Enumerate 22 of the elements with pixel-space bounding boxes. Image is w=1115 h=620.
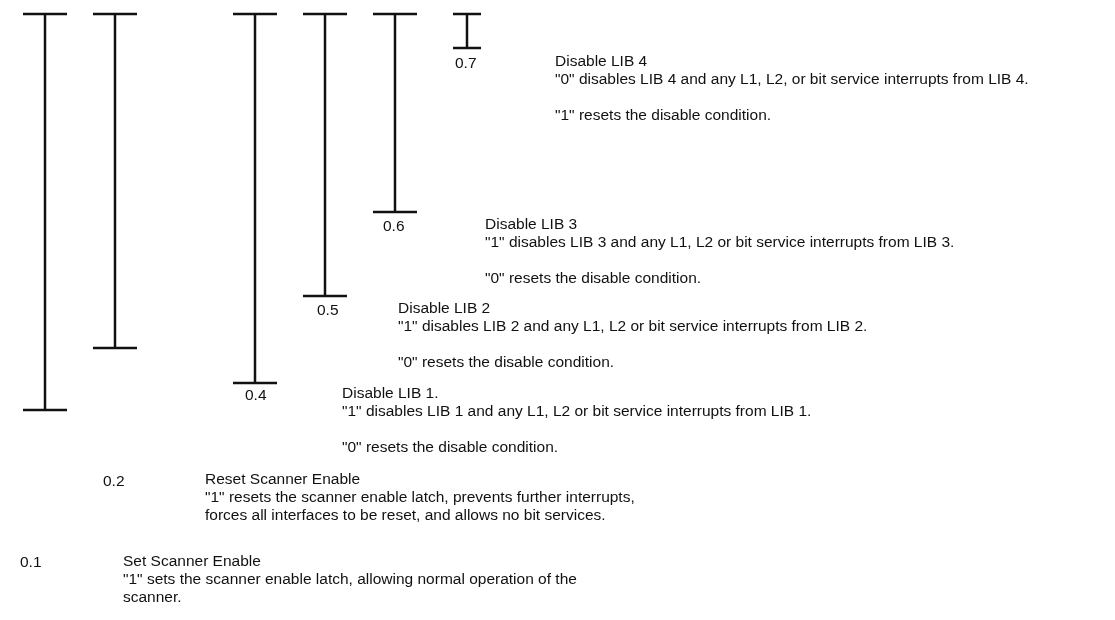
field-heading: Disable LIB 2 <box>398 299 491 317</box>
field-description: "1" disables LIB 3 and any L1, L2 or bit service interrupts from LIB 3. <box>485 233 956 251</box>
field-description: "1" resets the disable condition. <box>555 106 773 124</box>
field-description: "1" disables LIB 2 and any L1, L2 or bit service interrupts from LIB 2. <box>398 317 869 335</box>
field-description: "0" resets the disable condition. <box>485 269 703 287</box>
field-heading: Set Scanner Enable <box>123 552 261 570</box>
field-description: "1" disables LIB 1 and any L1, L2 or bit service interrupts from LIB 1. <box>342 402 813 420</box>
bit-number: 0.6 <box>383 217 405 235</box>
bit-number: 0.1 <box>20 553 42 571</box>
bit-number: 0.4 <box>245 386 267 404</box>
bit-number: 0.5 <box>317 301 339 319</box>
field-description: "0" resets the disable condition. <box>342 438 560 456</box>
field-heading: Disable LIB 4 <box>555 52 648 70</box>
field-heading: Reset Scanner Enable <box>205 470 361 488</box>
field-description: "0" resets the disable condition. <box>398 353 616 371</box>
field-description: "0" disables LIB 4 and any L1, L2, or bit service interrupts from LIB 4. <box>555 70 1030 88</box>
field-heading: Disable LIB 3 <box>485 215 578 233</box>
field-heading: Disable LIB 1. <box>342 384 439 402</box>
field-description: "1" sets the scanner enable latch, allowing normal operation of the scanner. <box>123 570 578 606</box>
bit-number: 0.7 <box>455 54 477 72</box>
bit-number: 0.2 <box>103 472 125 490</box>
field-description: "1" resets the scanner enable latch, prevents further interrupts, forces all interfaces to be reset, and allows no bit services. <box>205 488 635 524</box>
